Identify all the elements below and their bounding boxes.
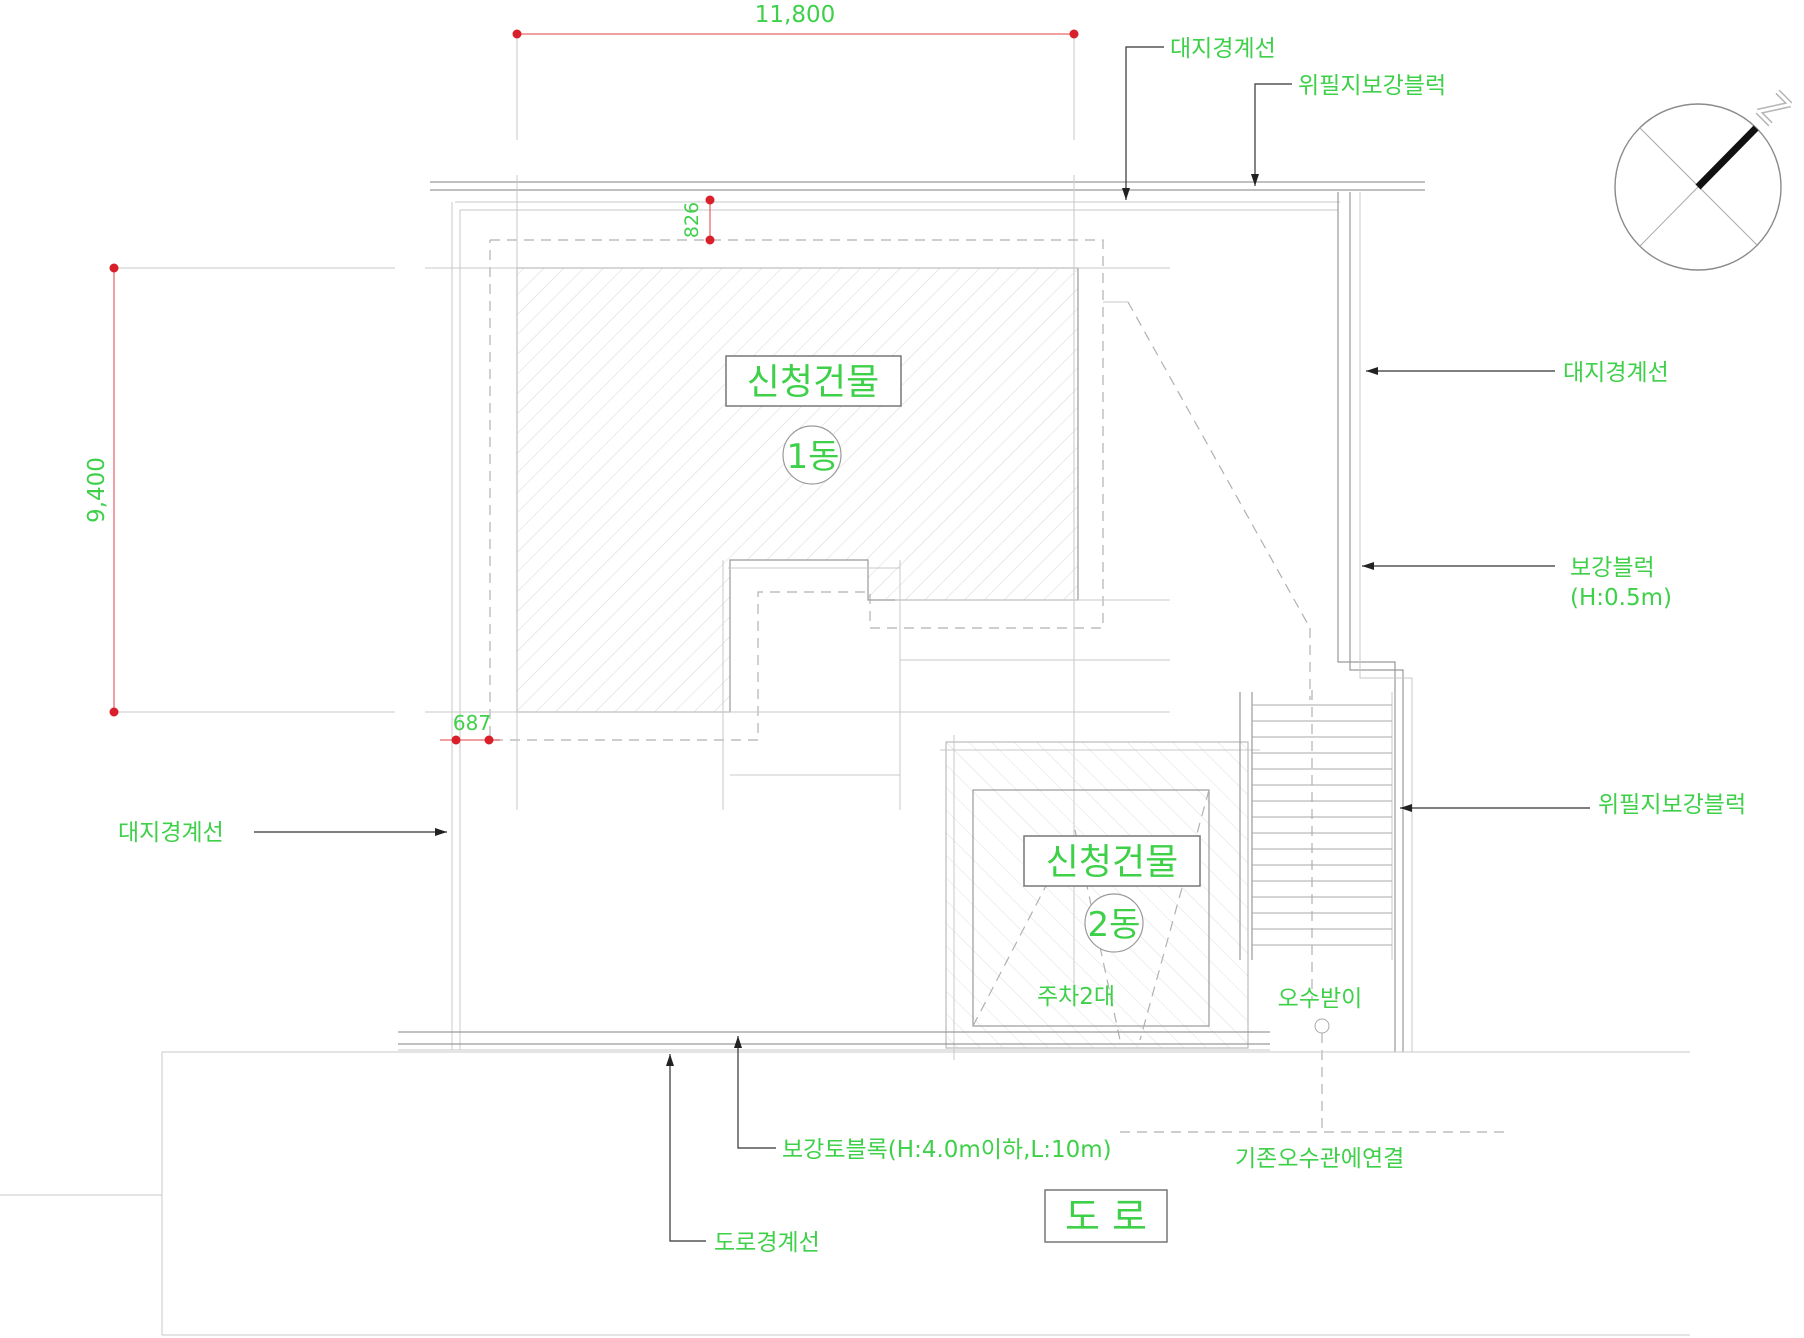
dimension-point	[109, 707, 119, 717]
dimension-point	[705, 235, 715, 245]
sewage-pit: 오수받이	[1120, 986, 1505, 1133]
parking-label: 주차2대	[1037, 984, 1115, 1010]
building-2-number-circle	[1084, 893, 1144, 953]
note-right-boundary: 대지경계선	[1563, 360, 1669, 386]
dimension-point	[512, 29, 522, 39]
note-reinforce-1: 보강블럭	[1570, 555, 1655, 581]
note-road-boundary: 도로경계선	[714, 1230, 820, 1256]
building-1-label-box	[725, 355, 902, 407]
dimension-point	[484, 735, 494, 745]
top-dimension: 11,800	[512, 2, 1079, 140]
road-label-group: 도 로	[1044, 1189, 1168, 1243]
note-front-retaining: 보강토블록(H:4.0m이하,L:10m)	[782, 1137, 1112, 1163]
building-1-number: 1동	[787, 437, 840, 477]
north-arrow-icon	[1614, 89, 1793, 271]
building-1-number-circle	[782, 425, 842, 485]
building-2-label-box	[1023, 835, 1201, 887]
dimension-point	[451, 735, 461, 745]
building-2-number: 2동	[1088, 905, 1141, 945]
road-boundary-lines	[0, 1031, 1690, 1336]
note-top-retaining: 위필지보강블럭	[1298, 73, 1446, 99]
building-2-label: 신청건물	[1046, 842, 1178, 883]
building-2: 신청건물 2동 주차2대	[940, 735, 1260, 1060]
road-label-box	[1044, 1189, 1168, 1243]
note-top-boundary: 대지경계선	[1170, 36, 1276, 62]
note-sewer-connection: 기존오수관에연결	[1235, 1146, 1404, 1172]
dimension-point	[1069, 29, 1079, 39]
setback-top-dimension: 826	[681, 202, 703, 238]
building-1-label: 신청건물	[747, 362, 879, 403]
annotations: 대지경계선 위필지보강블럭 대지경계선 보강블럭 (H:0.5m) 위필지보강블…	[118, 36, 1746, 1256]
sewage-label: 오수받이	[1278, 986, 1363, 1012]
top-boundary	[430, 181, 1425, 1050]
stairs	[1239, 690, 1393, 1000]
note-reinforce-2: (H:0.5m)	[1570, 585, 1672, 611]
left-dimension: 9,400	[84, 263, 395, 717]
note-right-retaining: 위필지보강블럭	[1598, 792, 1746, 818]
setback-left-dimension: 687	[453, 711, 491, 735]
building-1: 826 687 신청건물 1동	[425, 175, 1311, 1000]
top-width-dimension: 11,800	[755, 2, 835, 28]
dimension-point	[705, 195, 715, 205]
dimension-point	[109, 263, 119, 273]
right-boundary	[1337, 192, 1413, 1052]
road-label: 도 로	[1065, 1195, 1147, 1239]
left-height-dimension: 9,400	[84, 457, 110, 523]
note-left-boundary: 대지경계선	[118, 820, 224, 846]
